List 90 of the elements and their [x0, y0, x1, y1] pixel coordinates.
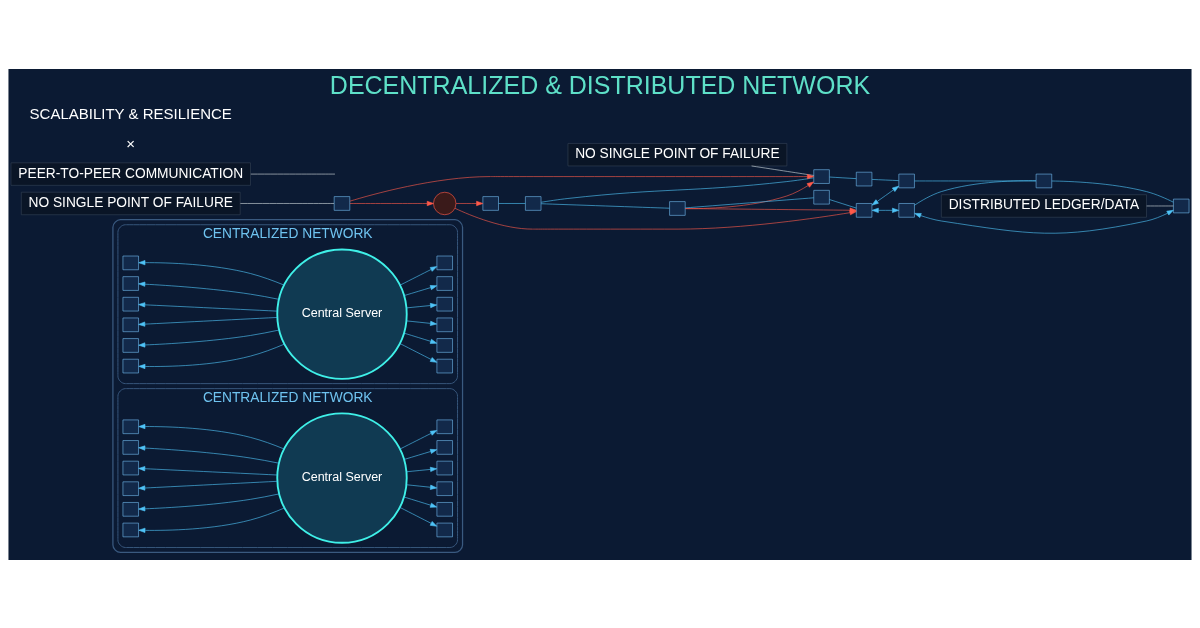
node-box [482, 195, 499, 211]
node-box [122, 522, 139, 537]
connector [685, 197, 814, 208]
node-box [813, 189, 830, 204]
arrow [406, 483, 438, 490]
node-box [122, 317, 139, 332]
node-box [122, 337, 139, 353]
arrow [871, 185, 899, 205]
node-box [436, 481, 453, 496]
connector [914, 180, 1037, 181]
arrow [871, 207, 899, 213]
node-box [122, 275, 139, 291]
node-box [1173, 198, 1190, 213]
node-box [898, 173, 915, 188]
node-box [436, 275, 453, 291]
arrow [138, 507, 285, 533]
node-box [855, 171, 873, 186]
node-box [122, 439, 139, 455]
arrow [349, 200, 434, 206]
arrow [138, 465, 278, 475]
node-box [669, 200, 686, 216]
connector [540, 202, 670, 209]
node-box [855, 202, 873, 218]
arrow [138, 281, 280, 300]
node-box: NO SINGLE POINT OF FAILURE [567, 142, 788, 166]
node-box [122, 501, 139, 517]
node-box [122, 358, 139, 373]
arrow [914, 209, 1174, 233]
arrow [138, 423, 285, 449]
arrow [403, 284, 438, 296]
node-box [436, 501, 453, 517]
node-box [898, 202, 915, 218]
node-circle: Central Server [276, 411, 408, 544]
node-box [436, 439, 453, 455]
arrow [138, 329, 280, 347]
arrow [685, 181, 814, 209]
node-box [122, 296, 139, 311]
arrow [349, 173, 814, 201]
node-box [813, 168, 830, 184]
cluster [112, 218, 464, 553]
arrow [403, 448, 438, 460]
node-box: NO SINGLE POINT OF FAILURE [20, 191, 241, 215]
arrow [399, 506, 438, 527]
arrow [455, 200, 484, 206]
arrow [403, 332, 438, 344]
node-box [436, 317, 453, 332]
connector [540, 177, 814, 203]
node-box [436, 522, 453, 537]
diagram-title: DECENTRALIZED & DISTRIBUTED NETWORK [329, 70, 871, 99]
node-circle: Central Server [276, 248, 408, 380]
node-box [122, 460, 139, 475]
connector [498, 202, 526, 204]
connector [829, 198, 857, 208]
node-box [1035, 173, 1053, 188]
arrow [138, 259, 285, 285]
node-box [122, 255, 139, 270]
node-box [436, 419, 453, 434]
label: × [126, 134, 136, 152]
arrow [399, 265, 438, 286]
label: SCALABILITY & RESILIENCE [29, 104, 232, 122]
arrow [138, 316, 278, 327]
node-box: PEER-TO-PEER COMMUNICATION [10, 162, 251, 186]
node-box [436, 296, 453, 311]
node-box [525, 195, 542, 211]
node-box [436, 337, 453, 353]
arrow [403, 496, 438, 508]
node-circle [433, 191, 457, 215]
connector [914, 179, 1037, 206]
node-box [436, 358, 453, 373]
connector [240, 202, 335, 204]
connector [751, 165, 815, 176]
connector [829, 176, 857, 179]
arrow [138, 480, 278, 490]
connector [1051, 180, 1174, 202]
arrow [138, 301, 278, 311]
arrow [138, 445, 280, 464]
node-box [333, 195, 351, 211]
node-box [122, 419, 139, 434]
arrow [138, 493, 280, 511]
arrow [406, 466, 438, 472]
arrow [399, 429, 438, 449]
node-box: DISTRIBUTED LEDGER/DATA [941, 193, 1147, 218]
node-box [436, 255, 453, 270]
arrow [399, 342, 438, 363]
arrow [406, 320, 438, 326]
arrow [406, 302, 438, 308]
arrow [138, 343, 285, 369]
connector [871, 178, 899, 181]
node-box [436, 460, 453, 475]
node-box [122, 481, 139, 496]
